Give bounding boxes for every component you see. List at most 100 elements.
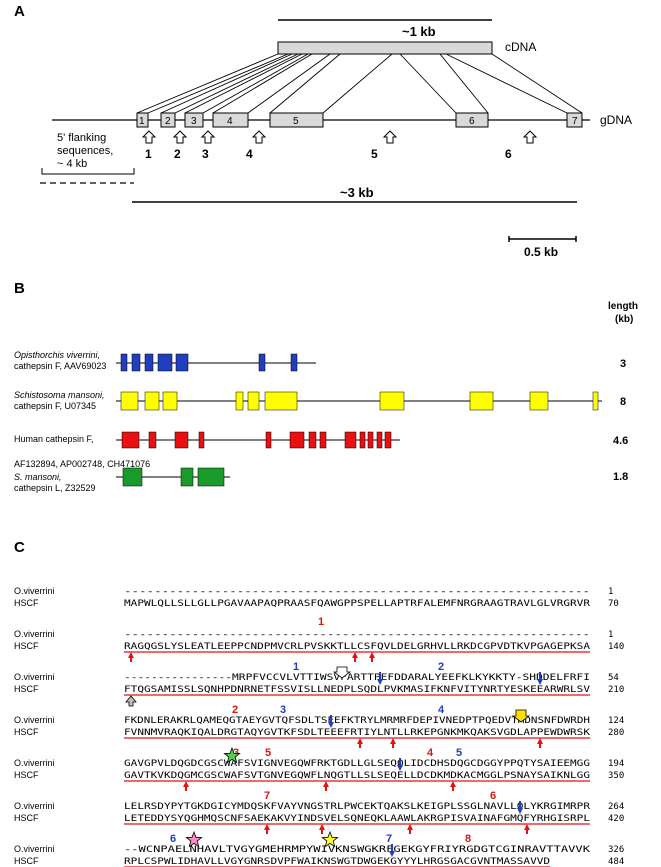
exon-box-4 — [212, 112, 249, 128]
red-arrow-icon — [524, 824, 530, 834]
sequence-alignment: O.viverriniHSCF-------------------------… — [14, 586, 624, 867]
red-arrow-icon — [537, 738, 543, 748]
exon-mapping-lines — [136, 53, 583, 114]
scale-1kb-label: ~1 kb — [402, 24, 436, 39]
gene-track-ov — [116, 353, 316, 372]
cdna-bar — [277, 41, 493, 55]
active-site-star-icon — [223, 746, 241, 764]
species-label-ov: O.viverrini — [14, 672, 55, 682]
hscf-position: 280 — [608, 728, 624, 738]
gene-label-ov: Opisthorchis viverrini, cathepsin F, AAV… — [14, 350, 106, 371]
up-arrow-icon — [251, 130, 267, 144]
ov-position: 1 — [608, 630, 613, 640]
species-label-hscf: HSCF — [14, 856, 39, 866]
exon-box-3 — [184, 112, 204, 128]
gene-track-sm-l — [116, 467, 230, 487]
species-label-ov: O.viverrini — [14, 715, 55, 725]
scale-05kb-label: 0.5 kb — [524, 245, 558, 259]
exon-box-1 — [136, 112, 149, 128]
blue-arrow-icon — [389, 844, 395, 857]
hscf-position: 420 — [608, 814, 624, 824]
red-arrow-icon — [352, 652, 358, 662]
species-label-ov: O.viverrini — [14, 586, 55, 596]
red-arrow-icon — [407, 824, 413, 834]
intron-number-red: 8 — [465, 833, 471, 845]
up-arrow-icon — [200, 130, 216, 144]
flanking-note: 5' flanking sequences, ~ 4 kb — [57, 132, 113, 170]
intron-number-red: 2 — [232, 704, 238, 716]
ov-sequence: ----------------MRPFVCCVLVTTIWSVFARTTPEF… — [124, 673, 590, 683]
species-label-hscf: HSCF — [14, 684, 39, 694]
active-site-star-icon — [185, 830, 203, 848]
blue-arrow-icon — [397, 758, 403, 771]
red-arrow-icon — [450, 781, 456, 791]
blue-arrow-icon — [537, 672, 543, 685]
species-label-hscf: HSCF — [14, 727, 39, 737]
gene-length-sm-l: 1.8 — [613, 471, 628, 483]
ov-position: 124 — [608, 716, 624, 726]
blue-arrow-icon — [517, 801, 523, 814]
intron-number-blue: 2 — [438, 661, 444, 673]
ov-sequence: --WCNPAELNHAVLTVGYGMEHRMPYWIVKNSWGKRFGEK… — [124, 845, 591, 855]
length-header: length — [608, 301, 638, 312]
cleavage-marker-icon — [332, 666, 352, 679]
hscf-sequence: GAVTKVKDQGMCGSCWAFSVTGNVEGQWFLNQGTLLSLSE… — [124, 771, 590, 781]
gdna-label: gDNA — [600, 113, 632, 127]
intron-number-red: 7 — [264, 790, 270, 802]
red-arrow-icon — [323, 781, 329, 791]
ov-sequence: ----------------------------------------… — [124, 587, 590, 597]
hscf-sequence: RPLCSPWLIDHAVLLVGYGNRSDVPFWAIKNSWGTDWGEK… — [124, 857, 550, 867]
species-label-ov: O.viverrini — [14, 844, 55, 854]
exon-box-5 — [269, 112, 324, 128]
exon-label: 5 — [293, 116, 299, 127]
blue-arrow-icon — [328, 715, 334, 728]
gene-track-human — [116, 431, 400, 449]
species-label-hscf: HSCF — [14, 770, 39, 780]
gene-length-sm-f: 8 — [620, 396, 626, 408]
red-arrow-icon — [357, 738, 363, 748]
exon-box-7 — [566, 112, 583, 128]
red-arrow-icon — [264, 824, 270, 834]
species-label-hscf: HSCF — [14, 641, 39, 651]
gene-label-sm-f: Schistosoma mansoni, cathepsin F, U07345 — [14, 390, 107, 411]
gdna-exons: 1 2 3 4 5 6 7 — [136, 112, 583, 128]
exon-box-2 — [160, 112, 176, 128]
up-arrow-icon — [141, 130, 157, 144]
scale-3kb-label: ~3 kb — [340, 185, 374, 200]
ov-position: 264 — [608, 802, 624, 812]
species-label-ov: O.viverrini — [14, 629, 55, 639]
svg-text:5' flanking: 5' flanking — [57, 132, 106, 144]
panel-c-label: C — [14, 539, 25, 556]
ov-sequence: FKDNLERAKRLQAMEQGTAEYGVTQFSDLTSEEFKTRYLM… — [124, 716, 590, 726]
intron-number-blue: 4 — [438, 704, 445, 716]
up-arrow-icon — [172, 130, 188, 144]
intron-number-red: 4 — [427, 747, 434, 759]
intron-number-blue: 5 — [456, 747, 462, 759]
length-unit: (kb) — [615, 314, 633, 325]
cleavage-marker-icon — [511, 709, 531, 723]
ov-position: 54 — [608, 673, 619, 683]
species-label-hscf: HSCF — [14, 598, 39, 608]
gene-label-sm-l: S. mansoni, cathepsin L, Z32529 — [14, 472, 96, 493]
intron-number-red: 6 — [490, 790, 496, 802]
hscf-sequence: LETEDDYSYQGHMQSCNFSAEKAKVYINDSVELSQNEQKL… — [124, 814, 590, 824]
species-label-ov: O.viverrini — [14, 758, 55, 768]
hscf-position: 140 — [608, 642, 624, 652]
species-label-hscf: HSCF — [14, 813, 39, 823]
hscf-position: 350 — [608, 771, 624, 781]
gene-label-human: Human cathepsin F, AF132894, AP002748, C… — [14, 434, 150, 469]
red-arrow-icon — [319, 824, 325, 834]
ov-sequence: LELRSDYPYTGKDGICYMDQSKFVAYVNGSTRLPWCEKTQ… — [124, 802, 591, 812]
gene-length-human: 4.6 — [613, 435, 628, 447]
exon-label: 2 — [165, 116, 171, 127]
red-arrow-icon — [390, 738, 396, 748]
exon-label: 6 — [469, 116, 475, 127]
hscf-position: 484 — [608, 857, 624, 867]
svg-text:6: 6 — [505, 147, 512, 161]
svg-text:~ 4 kb: ~ 4 kb — [57, 158, 87, 170]
intron-arrows — [141, 130, 538, 144]
exon-box-6 — [455, 112, 489, 128]
exon-label: 3 — [191, 116, 197, 127]
exon-label: 7 — [572, 116, 578, 127]
intron-number-blue: 6 — [170, 833, 176, 845]
